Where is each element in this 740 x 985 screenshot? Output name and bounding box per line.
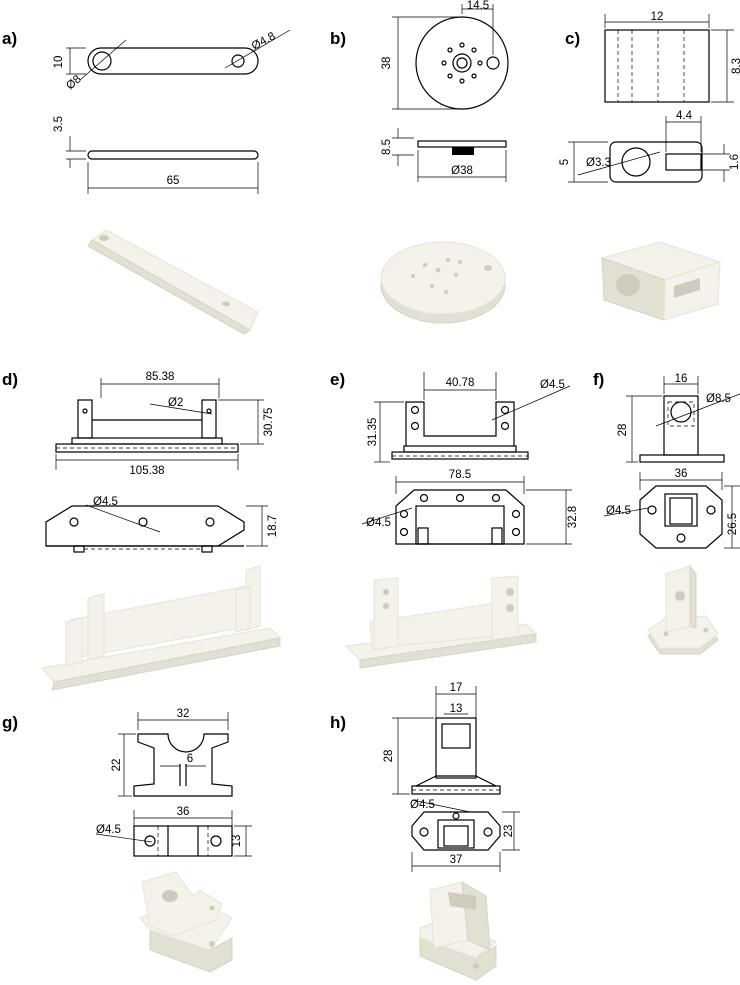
dim-c-slot-width: 4.4 <box>676 110 693 122</box>
dim-f-mount-hole: Ø4.5 <box>606 505 631 517</box>
f-base <box>639 454 725 463</box>
dim-f-hole: Ø8.5 <box>706 393 731 405</box>
dim-c-width: 12 <box>651 11 664 23</box>
dim-c-height: 8.3 <box>731 58 740 74</box>
dim-a-thickness: 3.5 <box>53 116 65 132</box>
photo-g <box>139 871 233 973</box>
dim-e-depth: 32.8 <box>567 506 579 528</box>
dim-d-inner-span: 85.38 <box>146 371 175 383</box>
dim-e-hole-bottom: Ø4.5 <box>366 517 391 529</box>
f-base-top-view <box>639 485 723 549</box>
h-base-top-view <box>411 811 501 851</box>
dim-g-depth: 13 <box>231 835 243 848</box>
panel-f-label: f) <box>593 370 604 389</box>
dim-g-height: 22 <box>111 759 123 772</box>
dim-a-width: 10 <box>53 56 65 69</box>
dim-b-height: 8.5 <box>381 139 393 155</box>
block-front-view <box>604 29 710 103</box>
dim-f-base-width: 36 <box>675 468 688 480</box>
panel-e: e) 40.78 Ø4.5 31.35 78.5 Ø4.5 32.8 <box>330 370 579 669</box>
e-bracket <box>405 401 515 446</box>
dim-c-slot-height: 1.6 <box>729 154 740 170</box>
photo-e <box>344 575 538 669</box>
photo-h <box>419 881 497 981</box>
panel-d-label: d) <box>2 370 18 389</box>
panel-h: h) 17 13 28 Ø4.5 23 37 <box>330 682 520 981</box>
dim-f-width: 16 <box>675 373 688 385</box>
dim-e-hole-top: Ø4.5 <box>540 379 565 391</box>
dim-h-hole: Ø4.5 <box>410 799 435 811</box>
panel-c: c) 12 8.3 4.4 5 Ø3.3 1.6 <box>559 11 740 321</box>
panel-f: f) 16 Ø8.5 28 36 Ø4.5 26.5 <box>593 370 740 655</box>
panel-g: g) 32 6 22 36 Ø4.5 13 <box>2 708 252 973</box>
dim-h-depth: 23 <box>503 825 515 838</box>
g-top-view <box>133 825 233 857</box>
dim-h-inner-width: 13 <box>450 703 463 715</box>
dim-a-length: 65 <box>167 175 180 187</box>
panel-d: d) 85.38 Ø2 30.75 105.38 Ø4.5 18.7 <box>2 370 282 691</box>
dim-d-depth: 18.7 <box>267 515 279 537</box>
dim-h-outer-width: 17 <box>450 682 463 694</box>
panel-b: b) 14.5 38 8.5 Ø38 <box>330 0 509 324</box>
hole-small <box>231 54 245 68</box>
bolt-circle <box>441 42 483 84</box>
panel-c-label: c) <box>565 29 580 48</box>
dim-g-gap: 6 <box>187 753 193 765</box>
e-base-plate <box>391 451 529 460</box>
hole-large <box>92 51 112 71</box>
dim-c-depth: 5 <box>559 159 571 165</box>
photo-a <box>87 229 259 335</box>
h-column <box>435 717 477 779</box>
dim-a-hole-small: Ø4.8 <box>250 30 278 52</box>
dim-g-width: 32 <box>177 708 190 720</box>
photo-c <box>600 241 722 321</box>
dim-e-length: 78.5 <box>449 469 471 481</box>
dim-b-diameter-front: 38 <box>381 57 393 70</box>
panel-h-label: h) <box>330 713 346 732</box>
post-right <box>201 399 217 439</box>
block-slot <box>665 153 702 171</box>
disc-front-view <box>415 16 509 110</box>
f-hole <box>670 401 692 423</box>
dim-b-diameter-side: Ø38 <box>451 165 473 177</box>
post-left <box>77 399 93 439</box>
dim-a-hole-large: Ø8 <box>64 73 83 92</box>
block-top-view <box>609 141 703 183</box>
dim-e-inner-span: 40.78 <box>446 377 475 389</box>
dim-h-height: 28 <box>383 750 395 763</box>
dim-d-mount-hole: Ø4.5 <box>93 496 118 508</box>
dim-b-offset: 14.5 <box>467 0 489 12</box>
panel-a: a) 10 Ø8 Ø4.8 3.5 65 <box>2 29 291 335</box>
dim-g-hole: Ø4.5 <box>96 824 121 836</box>
dim-c-hole: Ø3.3 <box>586 157 611 169</box>
panel-e-label: e) <box>330 370 345 389</box>
dim-e-height: 31.35 <box>367 418 379 447</box>
f-column <box>663 395 699 456</box>
panel-g-label: g) <box>2 713 18 732</box>
bar-top-view <box>87 47 259 75</box>
dim-d-pin-hole: Ø2 <box>168 397 183 409</box>
dim-g-length: 36 <box>177 806 190 818</box>
bar-side-view <box>87 150 259 160</box>
photo-f <box>647 564 719 655</box>
block-hole <box>621 147 651 177</box>
g-side-view <box>133 733 233 797</box>
photo-b <box>380 241 506 324</box>
disc-side-view <box>417 140 507 148</box>
dim-d-height: 30.75 <box>263 408 275 437</box>
e-base-top-view <box>395 489 525 545</box>
dim-h-base-length: 37 <box>450 854 463 866</box>
dim-d-length: 105.38 <box>129 465 164 477</box>
panel-b-label: b) <box>330 29 346 48</box>
dim-f-height: 28 <box>617 424 629 437</box>
photo-d <box>41 565 282 691</box>
dim-f-depth: 26.5 <box>727 513 739 535</box>
panel-a-label: a) <box>2 29 17 48</box>
